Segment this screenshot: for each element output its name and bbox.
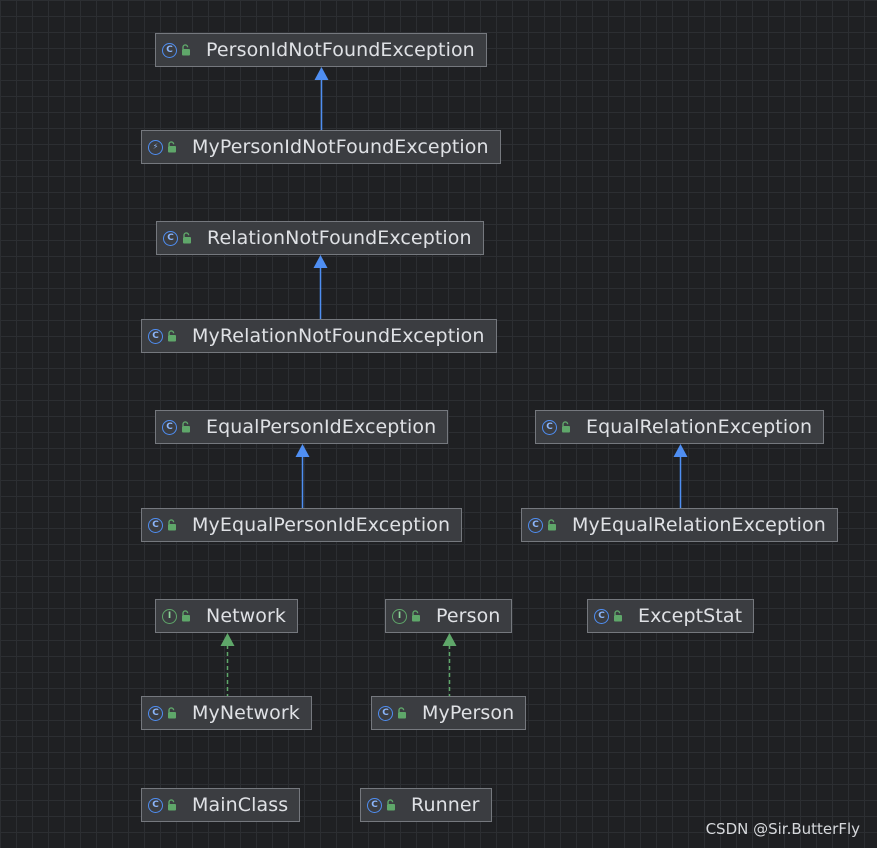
public-lock-icon [182, 44, 190, 56]
class-icon: C [148, 797, 163, 813]
class-node-mainclass[interactable]: C MainClass [141, 788, 301, 822]
class-name: MyPersonIdNotFoundException [192, 136, 489, 158]
public-lock-icon [183, 232, 191, 244]
class-icon: C [378, 705, 393, 721]
class-name: MyRelationNotFoundException [192, 325, 485, 347]
interface-icon: I [162, 608, 177, 624]
public-lock-icon [168, 141, 176, 153]
public-lock-icon [614, 610, 622, 622]
extends-arrowhead [314, 67, 329, 80]
extends-arrowhead [673, 444, 688, 457]
watermark: CSDN @Sir.ButterFly [705, 820, 860, 838]
class-name: MyEqualRelationException [572, 514, 826, 536]
class-icon: C [148, 705, 163, 721]
interface-icon: I [392, 608, 407, 624]
exception-class-icon: ⚡ [148, 139, 163, 155]
class-node-relationnotfoundexception[interactable]: C RelationNotFoundException [156, 221, 484, 255]
class-name: RelationNotFoundException [207, 227, 472, 249]
class-name: Runner [411, 794, 480, 816]
class-name: MyNetwork [192, 702, 300, 724]
class-icon: C [542, 419, 557, 435]
class-name: ExceptStat [638, 605, 743, 627]
interface-name: Network [206, 605, 287, 627]
class-name: PersonIdNotFoundException [206, 39, 475, 61]
class-node-exceptstat[interactable]: C ExceptStat [587, 599, 755, 633]
class-name: MyPerson [422, 702, 515, 724]
public-lock-icon [168, 330, 176, 342]
class-icon: C [528, 517, 543, 533]
class-node-myrelationnotfoundexception[interactable]: C MyRelationNotFoundException [141, 319, 497, 353]
interface-node-person[interactable]: I Person [385, 599, 513, 633]
class-node-mypersonidnotfoundexception[interactable]: ⚡ MyPersonIdNotFoundException [141, 130, 501, 164]
class-node-myperson[interactable]: C MyPerson [371, 696, 527, 730]
interface-name: Person [436, 605, 501, 627]
class-node-equalrelationexception[interactable]: C EqualRelationException [535, 410, 825, 444]
public-lock-icon [168, 799, 176, 811]
extends-arrowhead [313, 255, 328, 268]
class-node-myequalrelationexception[interactable]: C MyEqualRelationException [521, 508, 838, 542]
class-name: MyEqualPersonIdException [192, 514, 451, 536]
class-node-personidnotfoundexception[interactable]: C PersonIdNotFoundException [155, 33, 487, 67]
class-icon: C [162, 419, 177, 435]
interface-node-network[interactable]: I Network [155, 599, 299, 633]
public-lock-icon [548, 519, 556, 531]
public-lock-icon [168, 519, 176, 531]
public-lock-icon [398, 707, 406, 719]
public-lock-icon [562, 421, 570, 433]
class-icon: C [148, 328, 163, 344]
class-icon: C [148, 517, 163, 533]
class-name: EqualPersonIdException [206, 416, 437, 438]
class-icon: C [162, 42, 177, 58]
implements-arrowhead [220, 633, 235, 646]
class-icon: C [594, 608, 609, 624]
class-icon: C [163, 230, 178, 246]
class-node-mynetwork[interactable]: C MyNetwork [141, 696, 312, 730]
extends-arrowhead [295, 444, 310, 457]
public-lock-icon [168, 707, 176, 719]
public-lock-icon [412, 610, 420, 622]
class-name: EqualRelationException [586, 416, 813, 438]
class-icon: C [367, 797, 382, 813]
public-lock-icon [387, 799, 395, 811]
public-lock-icon [182, 421, 190, 433]
class-node-equalpersonidexception[interactable]: C EqualPersonIdException [155, 410, 449, 444]
class-name: MainClass [192, 794, 289, 816]
implements-arrowhead [442, 633, 457, 646]
class-node-runner[interactable]: C Runner [360, 788, 492, 822]
class-node-myequalpersonidexception[interactable]: C MyEqualPersonIdException [141, 508, 463, 542]
public-lock-icon [182, 610, 190, 622]
